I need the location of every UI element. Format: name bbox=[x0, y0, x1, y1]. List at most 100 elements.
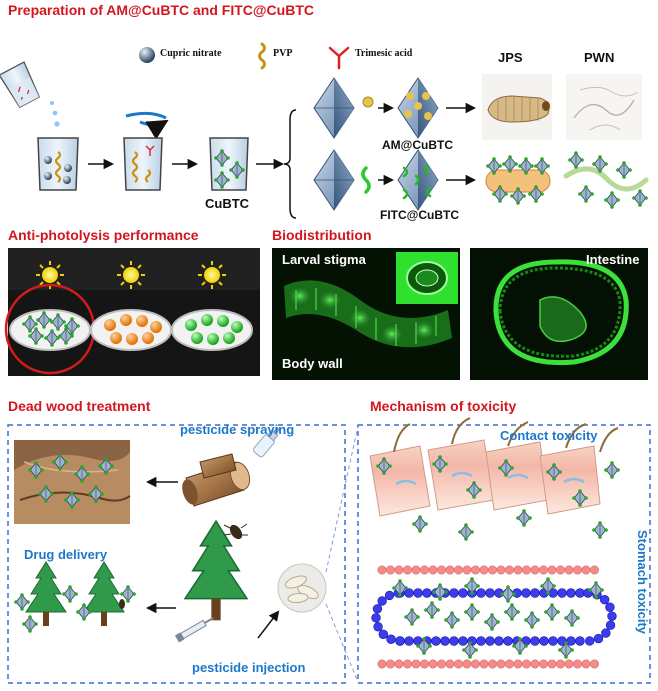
mof-particle-icon bbox=[463, 602, 481, 622]
bead bbox=[504, 659, 514, 669]
pesticide-spraying-label: pesticide spraying bbox=[180, 422, 295, 437]
bead bbox=[566, 588, 576, 598]
cupric-nitrate-icon bbox=[139, 47, 155, 63]
mof-particle-icon bbox=[483, 612, 501, 632]
bead bbox=[377, 565, 387, 575]
bead bbox=[503, 636, 513, 646]
am-cubtc-label: AM@CuBTC bbox=[382, 138, 454, 152]
flow-arrow bbox=[257, 610, 280, 639]
red-bead-row-top bbox=[377, 565, 599, 575]
pvp-icon bbox=[258, 42, 266, 70]
bead bbox=[593, 633, 604, 644]
bead bbox=[411, 659, 421, 669]
bead bbox=[449, 588, 459, 598]
stomach-toxicity-label: Stomach toxicity bbox=[635, 530, 650, 635]
jps-label: JPS bbox=[498, 50, 523, 65]
bead bbox=[428, 565, 438, 575]
bead bbox=[575, 588, 585, 598]
bead bbox=[373, 622, 383, 632]
bead bbox=[436, 659, 446, 669]
bead bbox=[479, 659, 489, 669]
bead bbox=[494, 636, 504, 646]
bead bbox=[458, 588, 468, 598]
bead bbox=[428, 659, 438, 669]
bead bbox=[413, 588, 423, 598]
mof-particle-icon bbox=[403, 607, 421, 627]
dead-wood-photo bbox=[14, 440, 131, 524]
bead bbox=[521, 659, 531, 669]
bead bbox=[555, 659, 565, 669]
pwn-nematode-photo bbox=[566, 74, 642, 140]
spray-bottle-icon bbox=[252, 426, 281, 458]
bead bbox=[557, 588, 567, 598]
bead bbox=[487, 659, 497, 669]
bead bbox=[377, 596, 387, 606]
trimesic-acid-label: Trimesic acid bbox=[355, 48, 413, 59]
droplet-icon bbox=[50, 101, 54, 105]
fitc-cubtc-label: FITC@CuBTC bbox=[380, 208, 460, 222]
bead bbox=[589, 659, 599, 669]
bead bbox=[530, 565, 540, 575]
bead bbox=[555, 565, 565, 575]
bead bbox=[547, 659, 557, 669]
bead bbox=[422, 588, 432, 598]
am-molecule-icon bbox=[362, 96, 374, 108]
bead bbox=[564, 565, 574, 575]
bead bbox=[453, 565, 463, 575]
bead bbox=[513, 659, 523, 669]
bead bbox=[436, 565, 446, 575]
fitc-cubtc-particle-icon bbox=[397, 149, 439, 211]
fluorescence-intestine-image bbox=[470, 248, 648, 380]
larval-stigma-label: Larval stigma bbox=[282, 252, 366, 267]
bead bbox=[504, 565, 514, 575]
bead bbox=[599, 595, 610, 605]
red-bead-row-bottom bbox=[377, 659, 599, 669]
mof-particle-icon bbox=[443, 610, 461, 630]
bead bbox=[530, 636, 540, 646]
bead bbox=[440, 636, 450, 646]
bead bbox=[377, 659, 387, 669]
bead bbox=[496, 565, 506, 575]
mof-particle-icon bbox=[499, 584, 517, 604]
bead bbox=[385, 565, 395, 575]
bead bbox=[462, 565, 472, 575]
drug-delivery-label: Drug delivery bbox=[24, 547, 108, 562]
octahedron-icon bbox=[313, 149, 355, 211]
bead bbox=[589, 565, 599, 575]
bead bbox=[607, 611, 617, 621]
nematode-with-particles-icon bbox=[563, 150, 649, 210]
larva-with-particles-icon bbox=[485, 154, 551, 206]
bead bbox=[479, 565, 489, 575]
petri-dish-mof bbox=[9, 309, 91, 351]
intestine-label: Intestine bbox=[586, 252, 640, 267]
bead bbox=[572, 659, 582, 669]
bead bbox=[411, 565, 421, 575]
bead bbox=[521, 565, 531, 575]
larvae-cluster-icon bbox=[277, 563, 327, 613]
bead bbox=[419, 659, 429, 669]
beaker-icon bbox=[37, 137, 79, 191]
bead bbox=[530, 659, 540, 669]
bead bbox=[538, 565, 548, 575]
bead bbox=[476, 588, 486, 598]
fluorescence-larva-image bbox=[272, 248, 460, 380]
bead bbox=[462, 659, 472, 669]
bead bbox=[575, 636, 585, 646]
bead bbox=[547, 565, 557, 575]
mof-particle-icon bbox=[423, 600, 441, 620]
bead bbox=[404, 588, 414, 598]
cupric-nitrate-label: Cupric nitrate bbox=[160, 48, 222, 59]
bead bbox=[445, 659, 455, 669]
pvp-label: PVP bbox=[273, 48, 293, 59]
bead bbox=[445, 565, 455, 575]
bead bbox=[385, 659, 395, 669]
anti-photolysis-panel bbox=[4, 248, 260, 376]
cubtc-beaker-icon bbox=[209, 137, 249, 191]
cubtc-label: CuBTC bbox=[205, 196, 250, 211]
bead bbox=[402, 565, 412, 575]
bead bbox=[470, 659, 480, 669]
stirring-icon bbox=[125, 111, 167, 120]
bead bbox=[394, 659, 404, 669]
bead bbox=[539, 636, 549, 646]
mof-particle-icon bbox=[563, 608, 581, 628]
